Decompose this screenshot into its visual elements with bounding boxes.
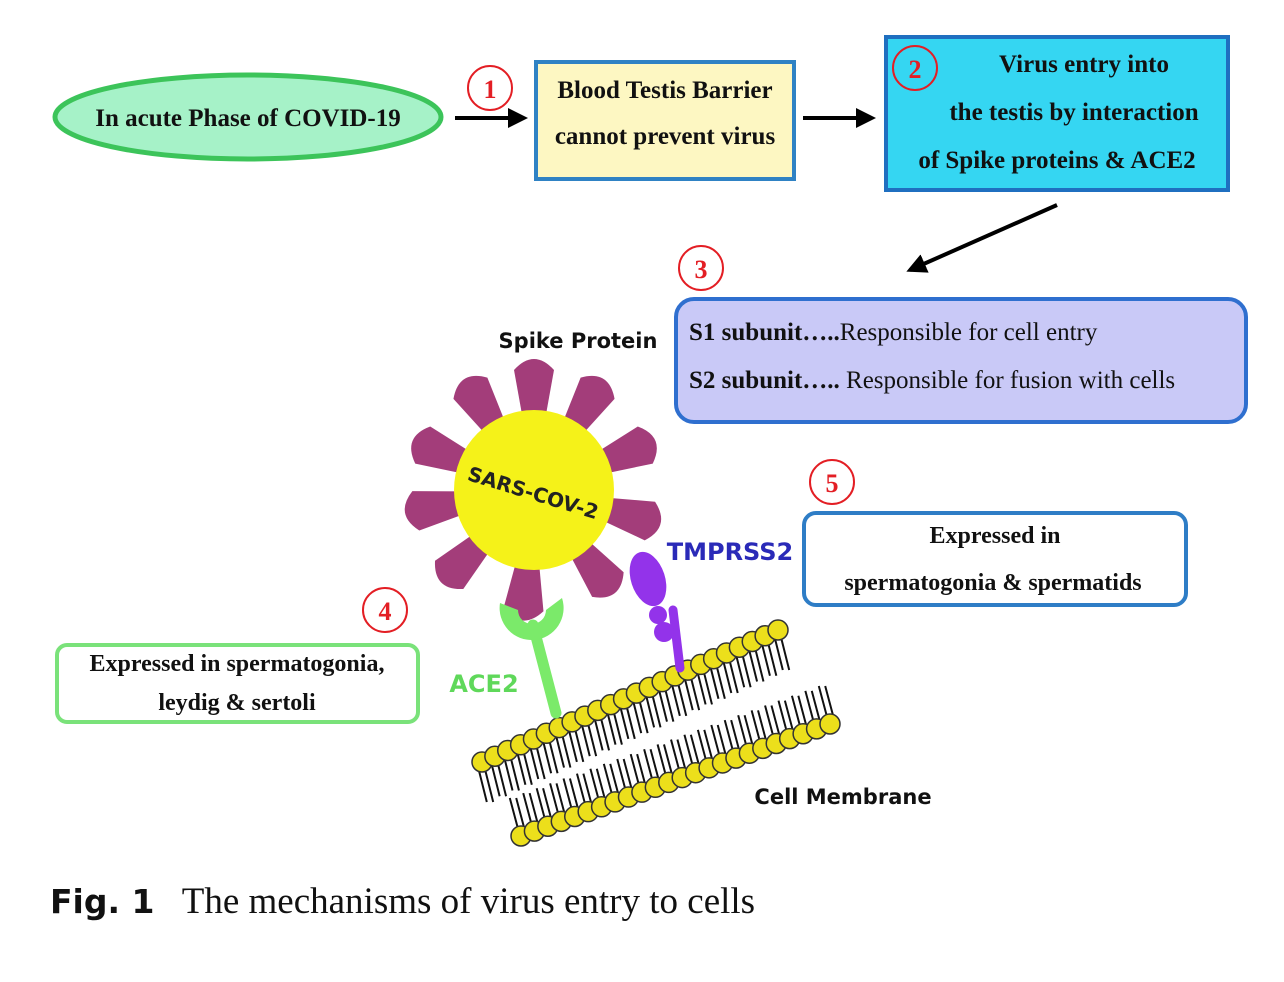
step-2-number: 2: [909, 55, 922, 84]
btb-line-2: cannot prevent virus: [555, 123, 776, 150]
virus-entry-line-3: of Spike proteins & ACE2: [918, 147, 1195, 174]
virus-entry-line-2: the testis by interaction: [949, 99, 1198, 126]
tmprss2-expression-node: Expressed in spermatogonia & spermatids: [802, 511, 1188, 607]
btb-box: [534, 60, 796, 181]
s2-subunit-line: S2 subunit….. Responsible for fusion wit…: [689, 367, 1175, 394]
ace2-label: ACE2: [449, 670, 518, 698]
tmprss2-bead-2: [654, 622, 674, 642]
s1-subunit-name: S1 subunit…..: [689, 319, 840, 346]
spike-5: [404, 491, 467, 531]
step-4-marker: 4: [362, 587, 408, 633]
spike-9: [598, 497, 662, 541]
tmprss2-stalk: [668, 605, 685, 673]
btb-line-1: Blood Testis Barrier: [557, 77, 772, 104]
step-2-circle: [892, 45, 938, 91]
s2-subunit-role: Responsible for fusion with cells: [840, 367, 1175, 394]
step-1-circle: [467, 65, 513, 111]
acute-phase-node: In acute Phase of COVID-19: [52, 72, 444, 162]
ace2-expression-line-1: Expressed in spermatogonia,: [90, 651, 385, 677]
spike-7: [503, 558, 544, 621]
figure-number: Fig. 1: [50, 882, 155, 921]
virus-entry-node: Virus entry into the testis by interacti…: [884, 35, 1230, 192]
tmprss2-expression-line-1: Expressed in: [930, 523, 1061, 549]
lipid-tails: [477, 637, 835, 829]
acute-phase-ellipse: [52, 72, 444, 162]
s1-subunit-line: S1 subunit…..Responsible for cell entry: [689, 319, 1098, 346]
tmprss2-head: [629, 551, 667, 607]
step-3-number: 3: [695, 255, 708, 284]
spike-protein-label: Spike Protein: [499, 329, 658, 353]
arrow-entry-to-subunits: [906, 203, 1058, 273]
spike-2: [514, 359, 554, 420]
spike-10: [594, 426, 657, 474]
s2-subunit-name: S2 subunit…..: [689, 367, 840, 394]
step-1-marker: 1: [467, 65, 513, 111]
cell-membrane-label: Cell Membrane: [754, 785, 931, 809]
tmprss2-bead-1: [649, 606, 667, 624]
ace2-stalk: [527, 619, 562, 719]
acute-phase-label: In acute Phase of COVID-19: [95, 105, 401, 132]
spike-4: [411, 426, 474, 474]
ace2-expression-node: Expressed in spermatogonia, leydig & ser…: [55, 643, 420, 724]
step-3-circle: [678, 245, 724, 291]
ace2-receptor: [499, 598, 564, 719]
tmprss2-protein: [629, 551, 685, 673]
ace2-cup: [499, 598, 564, 641]
virus-entry-line-1: Virus entry into: [999, 51, 1169, 78]
step-2-marker: 2: [892, 45, 938, 91]
tmprss2-expression-box: [802, 511, 1188, 607]
subunits-box: [674, 297, 1248, 424]
ace2-expression-box: [55, 643, 420, 724]
step-5-marker: 5: [809, 459, 855, 505]
figure-caption: Fig. 1 The mechanisms of virus entry to …: [50, 880, 755, 923]
lipid-head-upper: [767, 619, 789, 641]
spike-subunits-node: S1 subunit…..Responsible for cell entry …: [674, 297, 1248, 424]
step-4-circle: [362, 587, 408, 633]
tmprss2-label: TMPRSS2: [667, 538, 794, 566]
figure-caption-text: The mechanisms of virus entry to cells: [181, 881, 756, 922]
step-4-number: 4: [379, 597, 392, 626]
step-5-number: 5: [826, 469, 839, 498]
virus-entry-box: [884, 35, 1230, 192]
step-5-circle: [809, 459, 855, 505]
step-1-number: 1: [484, 75, 497, 104]
lipid-head-lower: [819, 713, 841, 735]
blood-testis-barrier-node: Blood Testis Barrier cannot prevent viru…: [534, 60, 796, 181]
sars-cov-2-virus-body: [454, 410, 614, 570]
tmprss2-expression-line-2: spermatogonia & spermatids: [844, 570, 1141, 596]
cell-membrane: [471, 619, 841, 847]
ace2-expression-line-2: leydig & sertoli: [158, 690, 316, 716]
lipid-heads: [471, 619, 841, 847]
s1-subunit-role: Responsible for cell entry: [840, 319, 1098, 346]
step-3-marker: 3: [678, 245, 724, 291]
